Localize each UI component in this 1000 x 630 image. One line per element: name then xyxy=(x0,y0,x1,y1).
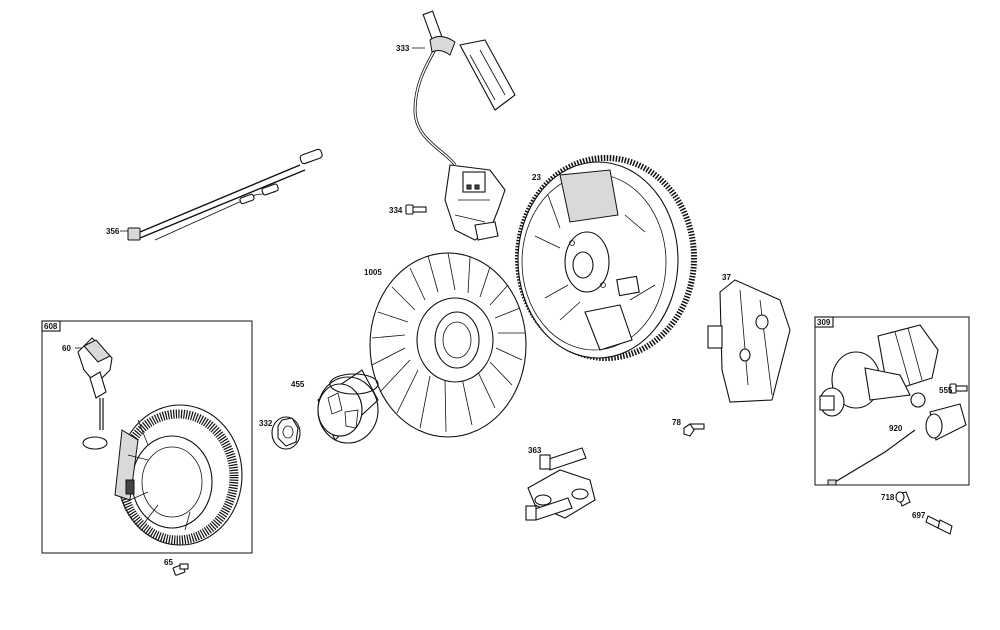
bracket-37[interactable] xyxy=(707,279,791,403)
starter-motor-309[interactable] xyxy=(819,324,939,417)
screw-65[interactable] xyxy=(172,563,189,576)
starter-handle-60[interactable] xyxy=(77,337,113,450)
cooling-fan-1005[interactable] xyxy=(369,252,527,438)
callout-333: 333 xyxy=(396,44,410,53)
callout-309: 309 xyxy=(817,318,831,327)
spacer-studs-363[interactable] xyxy=(525,447,596,521)
callout-356: 356 xyxy=(106,227,120,236)
callout-608: 608 xyxy=(44,322,58,331)
flange-nut-332[interactable] xyxy=(271,416,301,450)
callout-1005: 1005 xyxy=(364,268,382,277)
callout-455: 455 xyxy=(291,380,305,389)
callout-697: 697 xyxy=(912,511,926,520)
assembly-box-608 xyxy=(41,320,253,554)
starter-cup-455[interactable] xyxy=(317,369,379,444)
callout-334: 334 xyxy=(389,206,403,215)
callout-920: 920 xyxy=(889,424,903,433)
callout-363: 363 xyxy=(528,446,542,455)
screw-334[interactable] xyxy=(405,204,427,215)
flywheel-23[interactable] xyxy=(515,155,697,361)
callout-78: 78 xyxy=(672,418,681,427)
ignition-coil-333[interactable] xyxy=(413,10,516,241)
callout-65: 65 xyxy=(164,558,173,567)
solenoid-920[interactable] xyxy=(827,403,967,486)
screw-555[interactable] xyxy=(949,383,968,394)
wire-harness-356[interactable] xyxy=(127,148,323,241)
spacer-718[interactable] xyxy=(895,491,911,507)
bolt-78[interactable] xyxy=(683,423,705,437)
callout-555: 555 xyxy=(939,386,953,395)
recoil-starter-608[interactable] xyxy=(114,404,243,546)
callout-718: 718 xyxy=(881,493,895,502)
assembly-box-309 xyxy=(814,316,970,486)
callout-60: 60 xyxy=(62,344,71,353)
bolt-697[interactable] xyxy=(925,515,953,535)
callout-332: 332 xyxy=(259,419,273,428)
callout-37: 37 xyxy=(722,273,731,282)
callout-23: 23 xyxy=(532,173,541,182)
